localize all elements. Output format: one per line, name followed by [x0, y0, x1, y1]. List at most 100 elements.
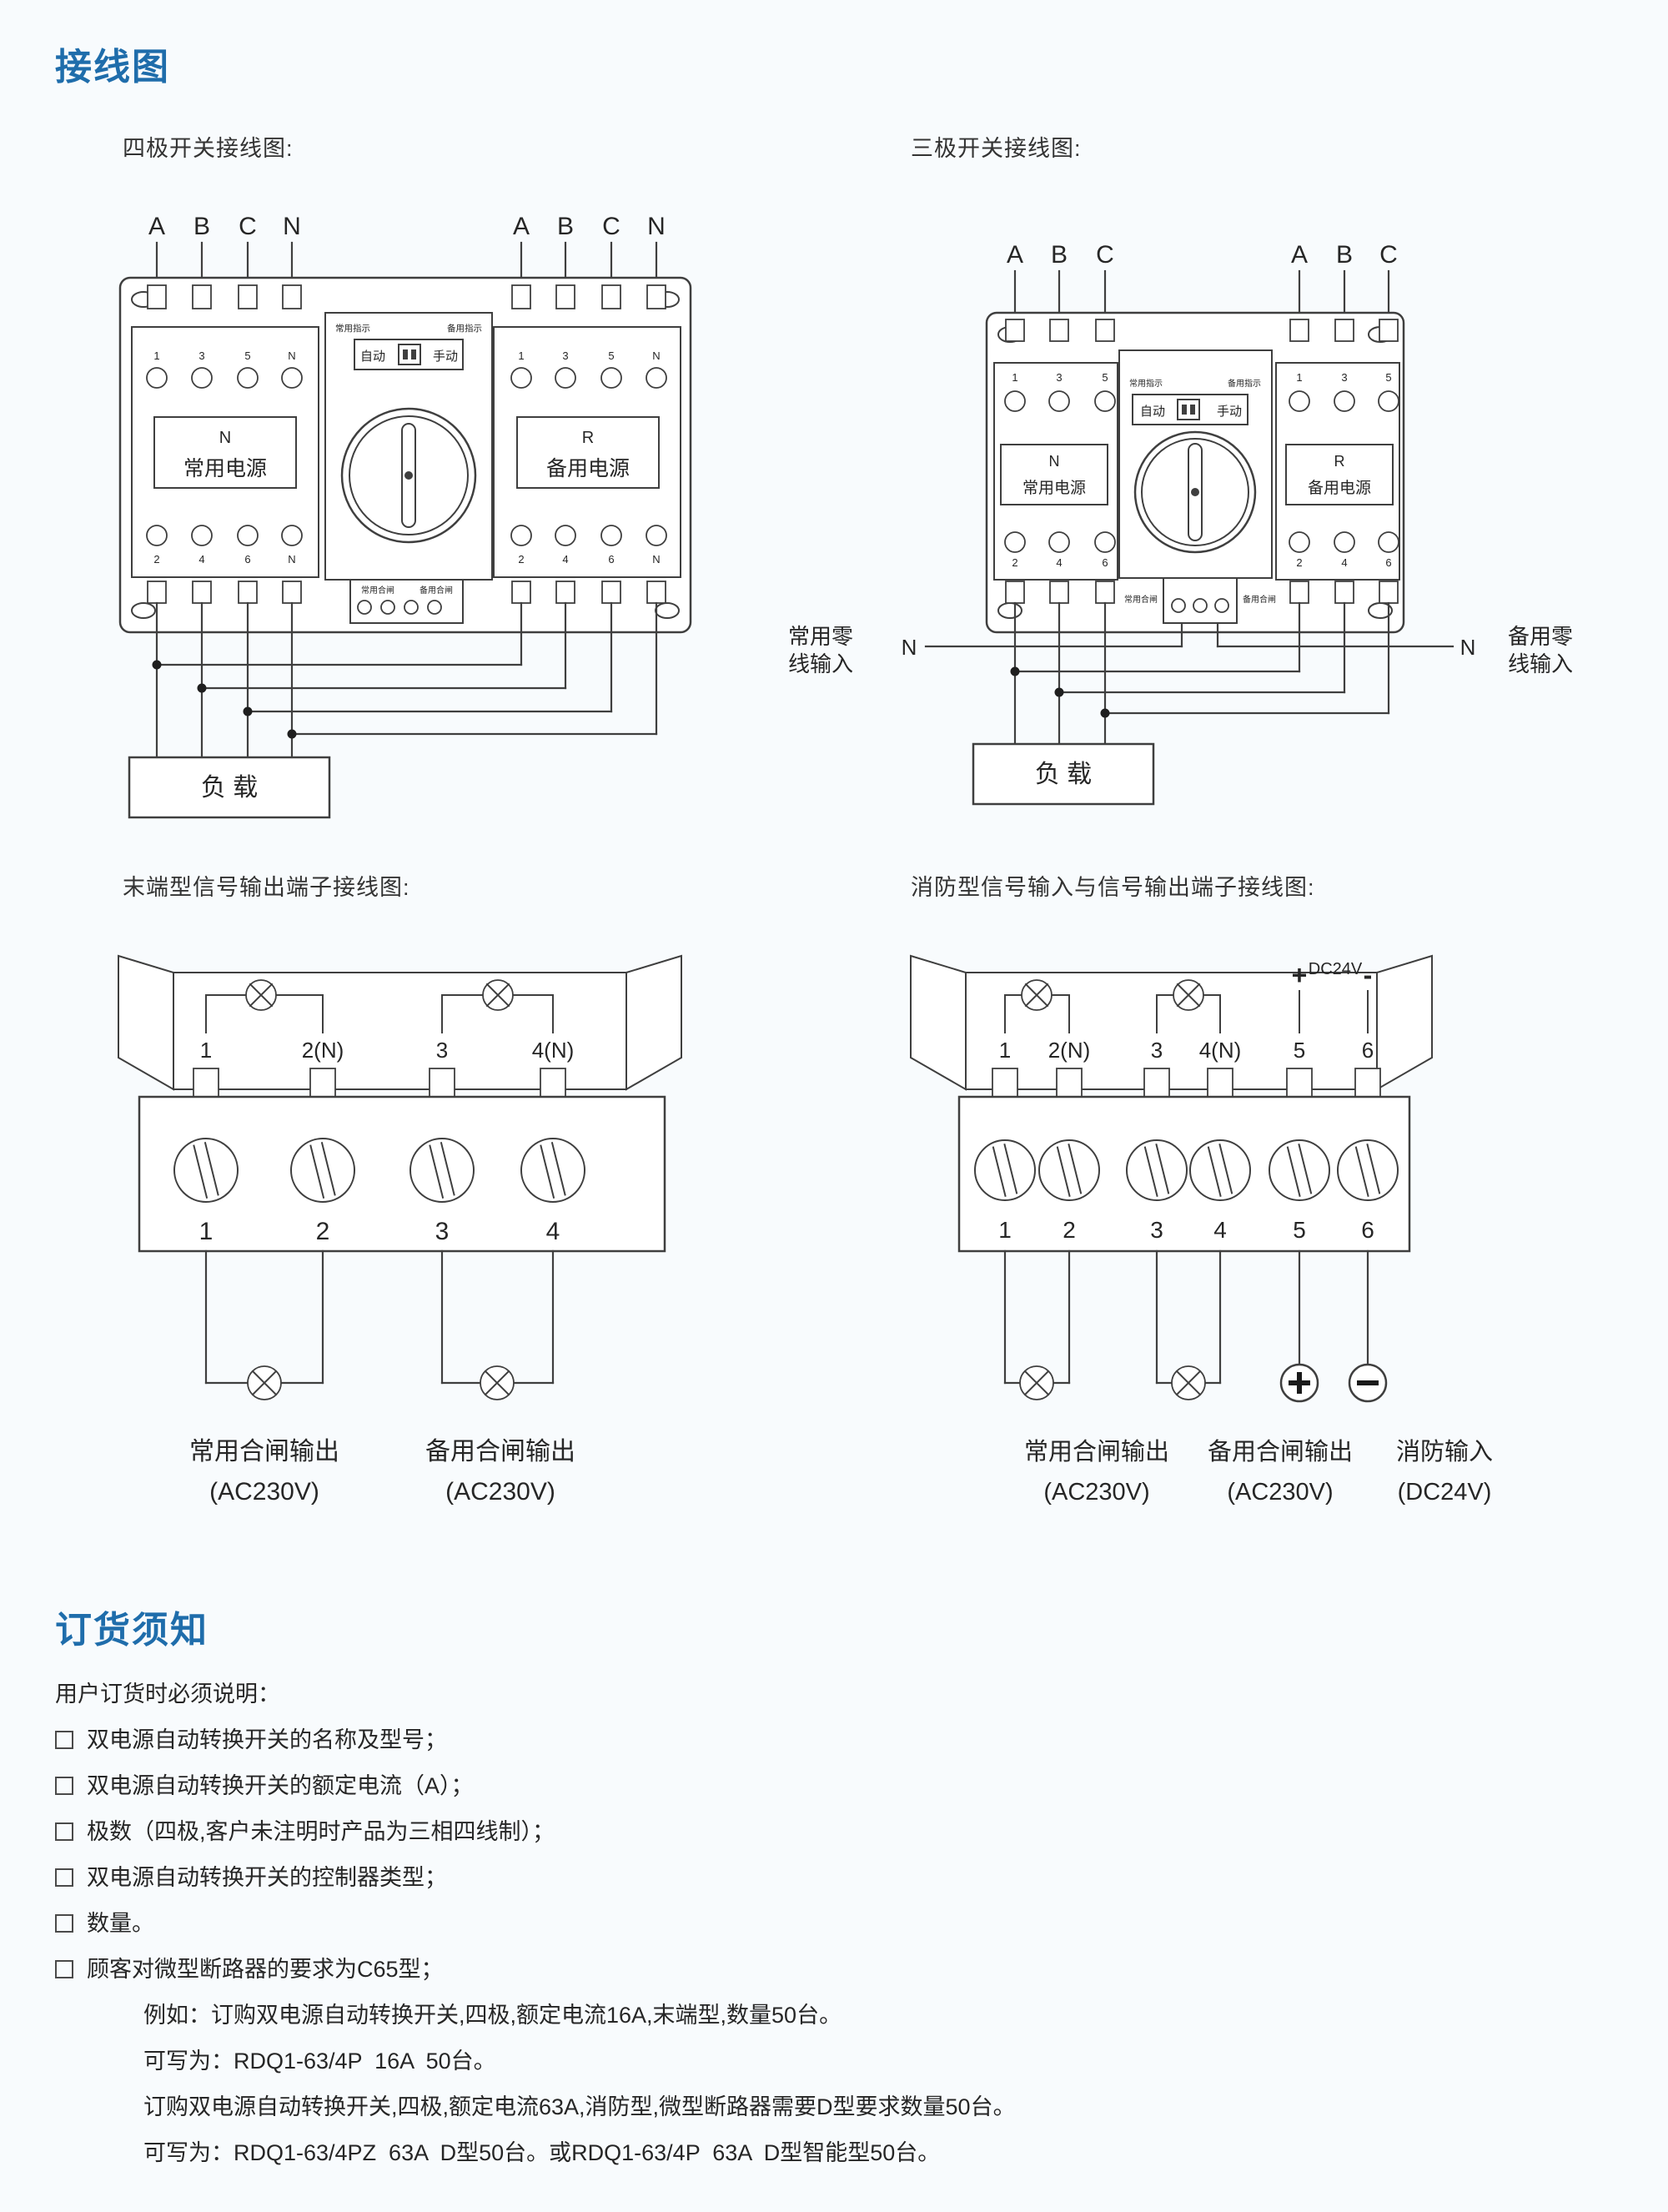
- fire-type-terminal-diagram: + - DC24V 1 2(N) 3 4(N) 5 6 1 2 3 4 5 6: [910, 954, 1493, 1506]
- dc-voltage-label: DC24V: [1309, 960, 1363, 978]
- lamp-icon: [1173, 979, 1204, 1011]
- lamp-icon: [482, 979, 514, 1011]
- svg-text:6: 6: [1102, 556, 1108, 569]
- auto-manual-switch: 常用指示 备用指示 自动 手动: [1129, 378, 1261, 425]
- minus-icon: -: [1364, 960, 1373, 990]
- svg-text:(DC24V): (DC24V): [1398, 1479, 1492, 1506]
- neutral-input-right: 备用零 线输入 N: [1216, 621, 1573, 676]
- screw-terminals: [974, 1139, 1399, 1201]
- svg-text:手动: 手动: [1217, 405, 1242, 419]
- svg-text:4: 4: [1056, 556, 1062, 569]
- svg-text:6: 6: [1385, 556, 1391, 569]
- svg-text:6: 6: [1361, 1217, 1374, 1243]
- checkbox-icon: [55, 1960, 73, 1978]
- svg-text:N: N: [288, 349, 295, 362]
- svg-text:4(N): 4(N): [1199, 1038, 1242, 1063]
- terminal-numbers-bottom: 1 2 3 4: [199, 1218, 560, 1245]
- svg-text:4: 4: [562, 553, 568, 566]
- rotary-handle-icon: [340, 407, 477, 544]
- svg-text:N: N: [288, 553, 295, 566]
- svg-text:N: N: [652, 553, 660, 566]
- svg-text:N: N: [1049, 453, 1060, 470]
- reserve-power-label: R 备用电源: [516, 416, 660, 489]
- lamp-icon: [1171, 1365, 1206, 1400]
- svg-text:(AC230V): (AC230V): [445, 1478, 555, 1506]
- ordering-example: 订购双电源自动转换开关,四极,额定电流63A,消防型,微型断路器需要D型要求数量…: [143, 2094, 1016, 2119]
- svg-text:常用电源: 常用电源: [1022, 479, 1086, 497]
- svg-text:N: N: [1460, 635, 1476, 660]
- ordering-item: 双电源自动转换开关的额定电流（A）；: [87, 1773, 474, 1798]
- svg-text:2: 2: [316, 1218, 330, 1245]
- signal-connector: 常用合闸 备用合闸: [1124, 577, 1276, 624]
- end-terminal-caption: 末端型信号输出端子接线图:: [123, 875, 410, 900]
- fire-input-minus-icon: [1348, 1363, 1388, 1403]
- ordering-section-title: 订货须知: [55, 1610, 208, 1651]
- svg-text:A: A: [1291, 241, 1308, 269]
- svg-text:2: 2: [153, 553, 159, 566]
- lamp-wires: [1004, 990, 1369, 1033]
- load-box: 负 载: [128, 756, 331, 819]
- svg-text:5: 5: [1385, 371, 1391, 384]
- svg-text:1: 1: [200, 1038, 212, 1063]
- svg-text:(AC230V): (AC230V): [1043, 1479, 1149, 1506]
- svg-text:备用合闸输出: 备用合闸输出: [425, 1438, 575, 1465]
- ordering-item-row: 顾客对微型断路器的要求为C65型；: [55, 1947, 1606, 1993]
- input-wires: [155, 241, 658, 287]
- ordering-item-row: 极数（四极,客户未注明时产品为三相四线制）；: [55, 1809, 1606, 1855]
- ordering-item: 双电源自动转换开关的名称及型号；: [87, 1727, 447, 1752]
- svg-text:5: 5: [1294, 1038, 1305, 1063]
- ordering-example: 例如：订购双电源自动转换开关,四极,额定电流16A,末端型,数量50台。: [143, 2003, 842, 2028]
- reserve-power-label: R 备用电源: [1285, 444, 1394, 505]
- svg-text:2(N): 2(N): [1048, 1038, 1091, 1063]
- svg-text:(AC230V): (AC230V): [1227, 1479, 1333, 1506]
- ordering-item: 数量。: [87, 1911, 154, 1936]
- ordering-item: 极数（四极,客户未注明时产品为三相四线制）；: [87, 1819, 555, 1844]
- phase-label: N: [647, 213, 666, 240]
- load-label: 负 载: [1035, 761, 1092, 788]
- phase-label: C: [602, 213, 620, 240]
- svg-text:备用零: 备用零: [1508, 624, 1573, 649]
- svg-text:6: 6: [244, 553, 250, 566]
- svg-text:3: 3: [562, 349, 568, 362]
- svg-text:4: 4: [546, 1218, 560, 1245]
- ordering-item-row: 双电源自动转换开关的控制器类型；: [55, 1855, 1606, 1901]
- svg-text:备用指示: 备用指示: [1228, 378, 1261, 389]
- lamp-icon: [247, 1365, 282, 1400]
- svg-text:N: N: [902, 635, 917, 660]
- svg-text:3: 3: [1341, 371, 1347, 384]
- svg-text:3: 3: [436, 1038, 448, 1063]
- ordering-item: 双电源自动转换开关的控制器类型；: [87, 1865, 447, 1890]
- load-box: 负 载: [972, 742, 1155, 806]
- terminal-numbers-bottom: 1 2 3 4 5 6: [998, 1217, 1374, 1243]
- svg-text:4: 4: [1341, 556, 1347, 569]
- svg-text:5: 5: [244, 349, 250, 362]
- phase-labels: A B C N A B C N: [148, 213, 666, 240]
- svg-text:1: 1: [153, 349, 159, 362]
- checkbox-icon: [55, 1731, 73, 1749]
- svg-text:3: 3: [435, 1218, 450, 1245]
- lamp-icon: [480, 1365, 515, 1400]
- output-wires: [204, 1249, 555, 1385]
- svg-text:常用合闸: 常用合闸: [1124, 594, 1158, 605]
- svg-text:3: 3: [1151, 1038, 1163, 1063]
- svg-text:C: C: [1379, 241, 1398, 269]
- terminal-numbers-top: 1 2(N) 3 4(N): [200, 1038, 575, 1063]
- svg-text:3: 3: [1150, 1217, 1163, 1243]
- phase-label: B: [193, 213, 210, 240]
- ordering-example: 可写为：RDQ1-63/4PZ 63A D型50台。或RDQ1-63/4P 63…: [143, 2140, 941, 2165]
- svg-text:1: 1: [999, 1038, 1011, 1063]
- checkbox-icon: [55, 1777, 73, 1795]
- svg-text:消防输入: 消防输入: [1396, 1438, 1493, 1465]
- svg-text:5: 5: [608, 349, 614, 362]
- phase-label: N: [283, 213, 301, 240]
- svg-text:R: R: [582, 429, 594, 447]
- svg-text:常用合闸: 常用合闸: [361, 585, 394, 596]
- wiring-section-title: 接线图: [55, 47, 170, 88]
- terminal-numbers-top: 1 2(N) 3 4(N) 5 6: [999, 1038, 1374, 1063]
- svg-text:N: N: [219, 429, 231, 447]
- svg-text:A: A: [1007, 241, 1023, 269]
- terminal-stubs: [992, 1068, 1381, 1098]
